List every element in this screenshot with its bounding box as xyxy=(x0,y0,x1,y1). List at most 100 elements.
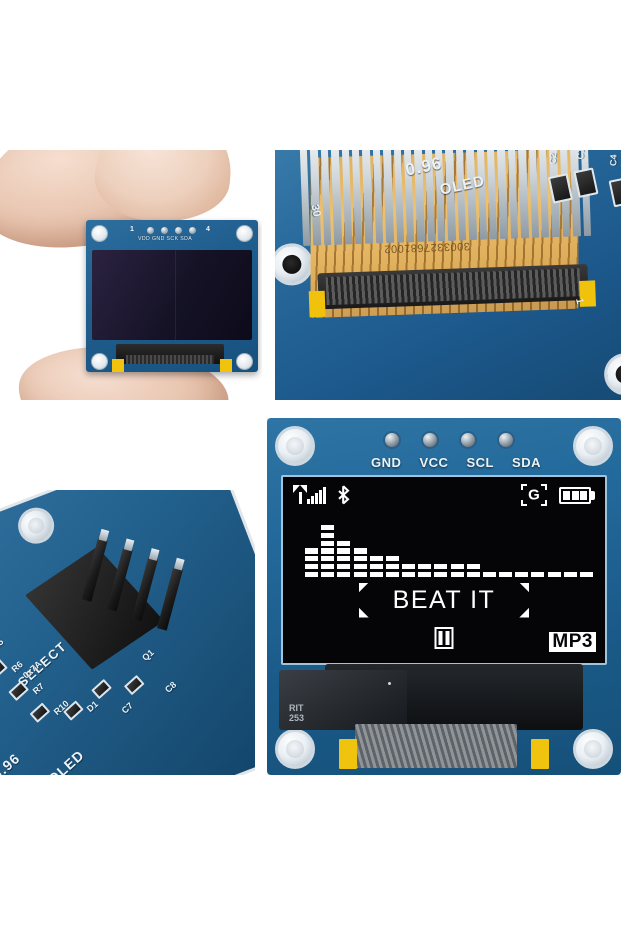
driver-chip-line1: RIT xyxy=(289,703,304,714)
battery-icon xyxy=(559,486,595,504)
connector-pin xyxy=(465,150,477,241)
equalizer-segment xyxy=(321,525,335,531)
battery-segment xyxy=(563,490,570,500)
equalizer-segment xyxy=(402,571,416,577)
component-ref-label: R7 xyxy=(30,681,47,697)
oled-glass-unpowered xyxy=(92,250,252,340)
battery-segment xyxy=(580,490,587,500)
battery-segment xyxy=(571,490,579,500)
equalizer-segment xyxy=(305,556,318,562)
equalizer-bar xyxy=(547,571,561,577)
equalizer-bar xyxy=(418,564,432,577)
capacitor-label: C1 xyxy=(575,150,586,160)
equalizer-segment xyxy=(369,571,383,577)
yellow-tape-icon xyxy=(220,359,232,372)
photo-panel-iic-address-select: IIC ADRESS SELECT 0x78 0x7A 0.96 OLED R5… xyxy=(0,490,255,775)
connector-pin xyxy=(527,150,540,238)
photo-panel-connector-macro: 3003327681002 0.96 OLED 30 1 C2 C1 C4 C3 xyxy=(275,150,621,400)
equalizer-segment xyxy=(547,571,561,577)
equalizer-bar xyxy=(499,571,513,577)
gps-letter: G xyxy=(528,486,540,504)
equalizer-bar xyxy=(563,571,577,577)
pcb-board-rear: IIC ADRESS SELECT 0x78 0x7A 0.96 OLED R5… xyxy=(0,490,255,775)
equalizer-segment xyxy=(305,564,318,570)
format-badge-mp3: MP3 xyxy=(549,632,596,652)
mounting-hole-icon xyxy=(275,426,315,466)
connector-pin xyxy=(475,150,488,240)
equalizer-bar xyxy=(305,548,318,577)
corner-bracket-icon xyxy=(519,607,530,618)
equalizer-segment xyxy=(579,571,593,577)
equalizer-segment xyxy=(531,571,545,577)
pin-number-first: 1 xyxy=(130,226,134,233)
mounting-hole-icon xyxy=(573,729,613,769)
oled-screen-surface: G xyxy=(283,477,605,663)
header-pad-row xyxy=(147,227,196,234)
mounting-hole-icon xyxy=(12,502,60,549)
header-pad-row xyxy=(383,431,515,449)
equalizer-segment xyxy=(353,548,367,554)
yellow-tape-icon xyxy=(112,359,124,372)
equalizer-segment xyxy=(337,540,351,546)
header-pad-icon xyxy=(161,227,168,234)
pin-number-last: 4 xyxy=(206,226,210,233)
yellow-tape-icon xyxy=(308,290,326,318)
photo-panel-hand-holding-module: 1 4 VDD GND SCK SDA xyxy=(0,150,262,400)
pin-label-scl: SCL xyxy=(466,455,494,470)
connector-pin xyxy=(299,150,311,246)
equalizer-bar xyxy=(531,571,545,577)
connector-pin xyxy=(319,150,332,246)
silkscreen-size-label: 0.96 xyxy=(0,749,23,775)
connector-pin xyxy=(340,150,353,245)
equalizer-bar xyxy=(337,540,351,577)
mounting-hole-icon xyxy=(275,241,315,288)
smd-resistor xyxy=(29,702,51,723)
equalizer-segment xyxy=(337,556,351,562)
driver-chip-line2: 253 xyxy=(289,712,305,723)
component-ref-label: Q1 xyxy=(140,647,156,663)
component-ref-label: R5 xyxy=(0,636,6,652)
corner-bracket-icon xyxy=(519,582,530,593)
component-ref-label: C8 xyxy=(163,679,179,695)
equalizer-segment xyxy=(450,571,464,577)
equalizer-bar xyxy=(353,548,367,577)
mounting-hole-icon xyxy=(91,353,108,370)
connector-pin xyxy=(361,150,373,244)
equalizer-segment xyxy=(434,564,448,570)
equalizer-segment xyxy=(321,564,335,570)
connector-pin xyxy=(496,150,508,240)
smd-transistor xyxy=(123,674,145,696)
connector-pin xyxy=(371,150,384,244)
battery-body xyxy=(559,486,591,504)
battery-tip xyxy=(591,490,595,500)
equalizer-segment xyxy=(434,571,448,577)
mounting-hole-icon xyxy=(602,351,621,398)
equalizer-segment xyxy=(385,571,399,577)
pin-labels-silkscreen: VDD GND SCK SDA xyxy=(138,236,193,242)
pcb-board-tilted: 3003327681002 0.96 OLED 30 1 C2 C1 C4 C3 xyxy=(275,150,621,400)
equalizer-segment xyxy=(353,571,367,577)
track-title-selection-frame: BEAT IT xyxy=(358,582,530,618)
equalizer-segment xyxy=(321,540,335,546)
header-pin xyxy=(156,566,184,631)
smd-capacitor xyxy=(91,678,112,700)
header-pad-icon xyxy=(383,431,401,449)
equalizer-segment xyxy=(321,532,335,539)
antenna-glyph xyxy=(293,485,307,504)
pin-label-sda: SDA xyxy=(512,455,541,470)
pause-icon[interactable] xyxy=(434,627,454,649)
equalizer-bar xyxy=(434,564,448,577)
smd-resistor xyxy=(0,658,8,680)
header-pad-icon xyxy=(147,227,154,234)
connector-pin xyxy=(392,150,405,243)
connector-pin xyxy=(382,150,394,244)
pin-label-gnd: GND xyxy=(371,455,402,470)
equalizer-segment xyxy=(337,564,351,570)
equalizer-segment xyxy=(369,564,383,570)
equalizer-bar xyxy=(482,571,496,577)
header-pad-icon xyxy=(175,227,182,234)
equalizer-bar xyxy=(385,556,399,577)
equalizer-segment xyxy=(482,571,496,577)
oled-module-front: 1 4 VDD GND SCK SDA xyxy=(86,220,258,372)
